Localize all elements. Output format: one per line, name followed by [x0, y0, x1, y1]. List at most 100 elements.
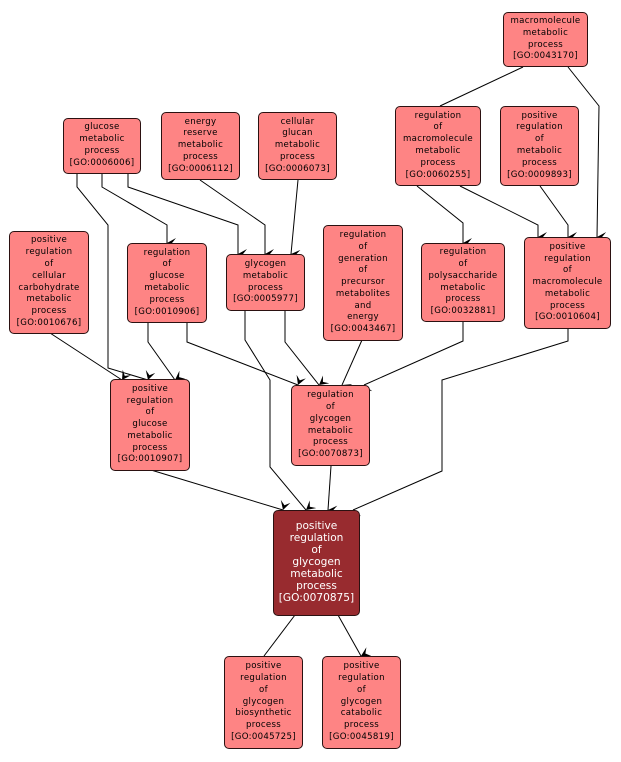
node-label-line: positive	[30, 235, 68, 246]
edge-GO0032881-GO0070873	[363, 321, 464, 396]
go-id-label: [GO:0006073]	[265, 163, 330, 174]
node-label-line: biosynthetic	[235, 708, 292, 719]
go-id-label: [GO:0045819]	[329, 731, 394, 742]
node-label-line: metabolic	[177, 140, 224, 151]
node-label-line: regulation	[544, 253, 591, 264]
edge-GO0060255-GO0010604	[459, 185, 547, 242]
go-id-label: [GO:0005977]	[233, 294, 298, 305]
node-label-line: regulation	[25, 247, 73, 258]
node-label-line: metabolic	[79, 134, 125, 145]
node-label-line: of	[563, 265, 572, 276]
node-label-line: energy	[347, 312, 379, 323]
node-label-line: cellular	[280, 116, 315, 127]
node-label-line: process	[245, 720, 282, 731]
node-label-line: positive	[343, 661, 380, 672]
node-label-line: regulation	[240, 673, 287, 683]
node-label-line: and	[354, 300, 372, 311]
go-id-label: [GO:0006006]	[69, 157, 135, 168]
node-label-line: process	[527, 39, 564, 50]
edge-GO0006073-GO0005977	[290, 179, 301, 260]
edge-GO0009893-GO0010604	[539, 185, 577, 242]
node-label-line: process	[312, 437, 349, 448]
edge-GO0070875-GO0045819	[337, 614, 372, 657]
go-id-label: [GO:0032881]	[430, 306, 496, 317]
node-label-line: glucose	[132, 419, 168, 430]
node-label-line: metabolic	[242, 270, 289, 281]
edge-GO0010907-GO0070875	[150, 469, 291, 511]
edge-GO0043170-GO0060255	[439, 66, 524, 117]
node-label-line: of	[326, 401, 335, 412]
node-label-line: regulation	[143, 247, 191, 258]
node-label-line: glycogen	[244, 258, 287, 269]
node-label-line: of	[458, 258, 468, 269]
node-label-line: process	[84, 146, 120, 156]
node-label-line: reserve	[183, 128, 218, 139]
node-label-line: regulation	[307, 390, 354, 401]
node-label-line: positive	[131, 383, 169, 394]
node-label-line: glycogen	[292, 556, 341, 569]
node-label-line: process	[247, 282, 284, 293]
go-id-label: [GO:0009893]	[507, 169, 572, 180]
node-label-line: of	[358, 241, 368, 252]
go-id-label: [GO:0070875]	[278, 591, 355, 604]
go-id-label: [GO:0043170]	[513, 51, 578, 62]
node-label-line: of	[259, 684, 268, 695]
edge-GO0060255-GO0032881	[416, 185, 472, 248]
edge-GO0010604-GO0070875	[352, 328, 569, 521]
node-label-line: positive	[521, 110, 558, 121]
edge-GO0070875-GO0045725	[263, 614, 296, 666]
go-id-label: [GO:0010676]	[16, 317, 82, 328]
node-label-line: process	[420, 157, 456, 168]
node-label-line: glucose	[84, 122, 120, 133]
node-label-line: macromolecule	[532, 277, 603, 288]
node-label-line: macromolecule	[510, 15, 581, 26]
edge-GO0005977-GO0070875	[244, 310, 317, 511]
node-label-line: process	[31, 306, 67, 317]
node-label-line: metabolic	[127, 430, 173, 441]
edge-GO0010906-GO0070873	[186, 322, 306, 386]
node-label-line: positive	[549, 241, 586, 252]
go-id-label: [GO:0010906]	[134, 306, 200, 317]
node-label-line: of	[535, 134, 544, 145]
node-label-line: metabolic	[440, 282, 486, 293]
node-label-line: glycogen	[340, 696, 383, 707]
go-id-label: [GO:0006112]	[168, 163, 233, 174]
node-label-line: of	[357, 684, 366, 695]
node-label-line: metabolic	[544, 288, 591, 299]
node-label-line: metabolic	[415, 146, 461, 156]
node-label-line: glycogen	[309, 413, 352, 424]
node-label-line: polysaccharide	[428, 270, 498, 281]
node-label-line: glucan	[282, 128, 313, 139]
node-label-line: regulation	[439, 247, 487, 258]
edge-GO0043170-GO0010604	[567, 66, 607, 243]
node-label-line: of	[145, 407, 155, 418]
node-label-line: metabolic	[522, 27, 569, 38]
go-id-label: [GO:0010604]	[535, 312, 600, 323]
edge-GO0006006-GO0010906	[101, 174, 176, 248]
node-label-line: regulation	[414, 110, 462, 121]
edge-GO0005977-GO0070873	[284, 310, 330, 386]
node-label-line: positive	[245, 661, 282, 672]
node-label-line: process	[343, 720, 380, 731]
node-label-line: regulation	[289, 532, 344, 545]
go-id-label: [GO:0045725]	[231, 731, 296, 742]
go-id-label: [GO:0060255]	[405, 169, 471, 180]
